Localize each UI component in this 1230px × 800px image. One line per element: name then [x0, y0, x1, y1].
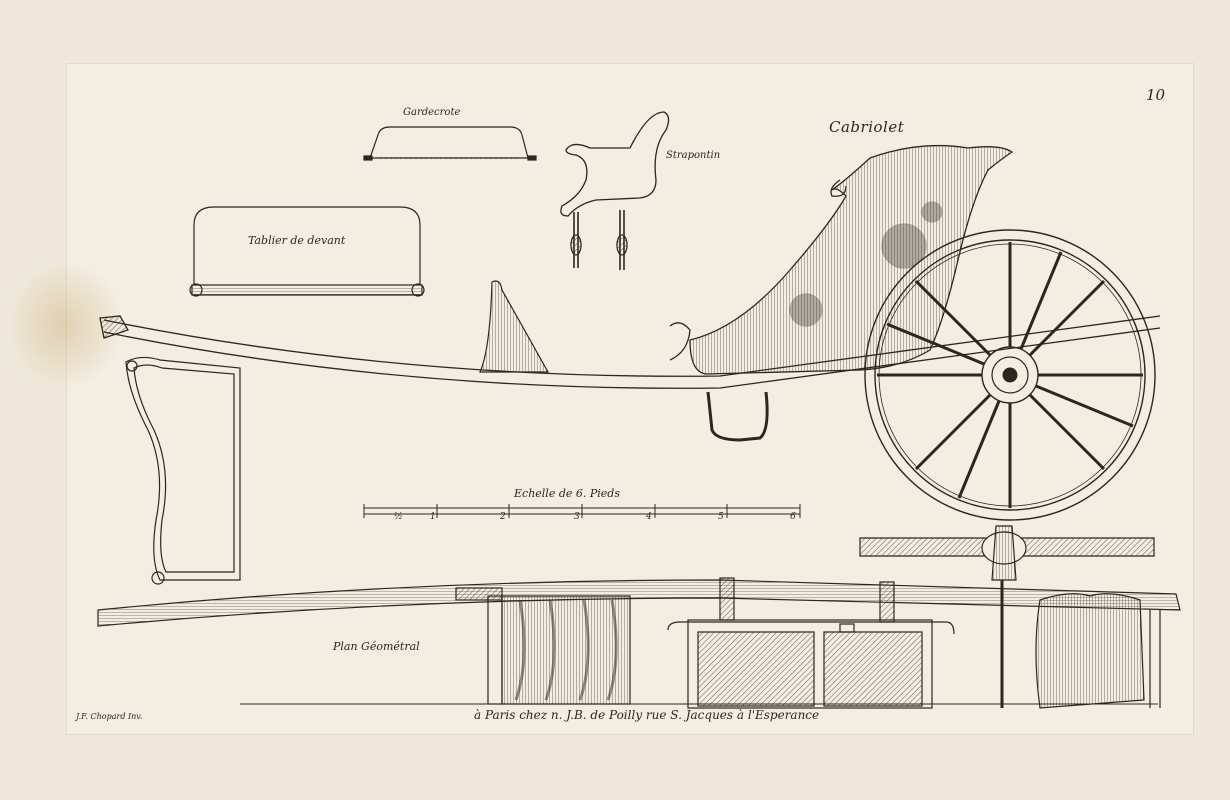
publisher-credit: à Paris chez n. J.B. de Poilly rue S. Ja…: [474, 708, 820, 722]
gardecrote-drawing: [363, 126, 537, 161]
scale-tick-label: 2: [500, 512, 506, 522]
scale-bar: [363, 504, 801, 518]
plate-number: 10: [1146, 86, 1166, 104]
label-strapontin: Strapontin: [666, 150, 721, 161]
scale-tick-label: 5: [718, 512, 724, 522]
plate-title: Cabriolet: [829, 118, 905, 136]
wheel: [864, 229, 1156, 521]
tablier-drawing: [189, 206, 425, 297]
axle-top-view: [859, 525, 1155, 708]
label-gardecrote: Gardecrote: [403, 107, 461, 118]
side-panel-drawing: [125, 356, 241, 585]
scale-tick-label: 4: [646, 512, 652, 522]
strapontin-drawing: [560, 111, 670, 270]
label-scale-title: Echelle de 6. Pieds: [514, 487, 620, 500]
label-plan: Plan Géométral: [333, 640, 420, 653]
dashboard-fin: [479, 280, 550, 373]
plan-curtain: [487, 595, 631, 705]
scale-tick-label: 6: [790, 512, 796, 522]
scale-tick-label: ½: [394, 512, 403, 522]
scale-tick-label: 3: [574, 512, 580, 522]
cabriolet-body: [669, 144, 1014, 375]
plan-seat-box: [667, 619, 955, 709]
shaft-side-view: [99, 315, 1161, 389]
plan-seat-back: [1035, 593, 1161, 709]
label-tablier: Tablier de devant: [248, 234, 346, 247]
artist-credit: J.F. Chopard Inv.: [76, 712, 143, 721]
scale-tick-label: 1: [430, 512, 436, 522]
step-bracket: [706, 391, 769, 442]
shaft-plan-view: [97, 577, 1181, 627]
